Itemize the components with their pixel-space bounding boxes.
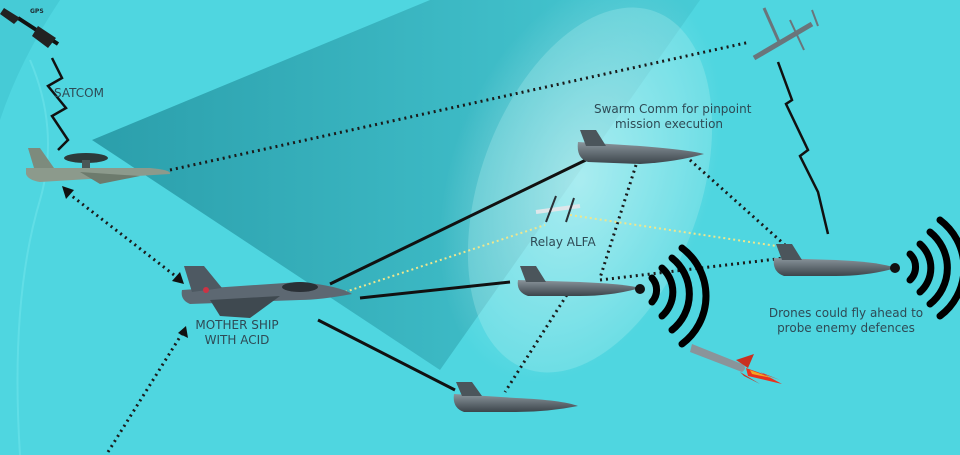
swarm-comm-line2: mission execution xyxy=(614,117,724,131)
relay-uav-icon xyxy=(535,195,581,223)
solar-uav-icon xyxy=(752,7,819,61)
swarm-comm-label: Swarm Comm for pinpoint mission executio… xyxy=(594,102,752,132)
awacs-aircraft-icon xyxy=(26,148,171,184)
missile-icon xyxy=(690,344,782,384)
link-drone2-drone3 xyxy=(503,289,572,393)
link-mothership-drone2 xyxy=(359,280,511,300)
relay-label: Relay ALFA xyxy=(530,235,596,249)
arrowhead xyxy=(172,272,184,284)
mother-ship-label: MOTHER SHIP WITH ACID xyxy=(192,318,282,348)
drones-line1: Drones could fly ahead to xyxy=(768,306,924,320)
arrowhead xyxy=(178,326,188,338)
gps-label: GPS xyxy=(30,8,44,15)
background-contour xyxy=(16,59,49,455)
signal-waves-icon xyxy=(906,216,960,320)
link-mothership-drone1 xyxy=(329,156,591,286)
stealth-drone-icon xyxy=(773,244,900,276)
link-awacs-mothership xyxy=(67,191,179,280)
drones-label: Drones could fly ahead to probe enemy de… xyxy=(766,306,926,336)
stealth-drone-icon xyxy=(453,382,578,412)
drones-line2: probe enemy defences xyxy=(777,321,915,335)
dotted-links xyxy=(67,40,787,453)
link-mothership-drone3 xyxy=(317,318,456,392)
stealth-drone-icon xyxy=(577,130,704,164)
signal-waves-icon xyxy=(648,244,710,348)
satcom-label: SATCOM xyxy=(54,86,104,100)
satellite-icon xyxy=(0,8,60,48)
uav-zigzag xyxy=(776,61,830,235)
link-drone1-drone2 xyxy=(598,164,638,279)
stealth-drone-icon xyxy=(517,266,645,296)
arrowhead xyxy=(62,186,74,199)
solid-links xyxy=(317,156,591,392)
satcom-zigzag xyxy=(46,57,70,151)
mother-ship-line1: MOTHER SHIP xyxy=(195,318,279,332)
link-bottom-mothership xyxy=(106,331,185,453)
swarm-comm-line1: Swarm Comm for pinpoint xyxy=(594,102,752,116)
link-drone2-drone4 xyxy=(599,256,786,282)
background-contour xyxy=(0,0,60,455)
fighter-jet-icon xyxy=(181,266,352,318)
relay-links xyxy=(344,214,791,293)
mother-ship-line2: WITH ACID xyxy=(204,333,270,347)
